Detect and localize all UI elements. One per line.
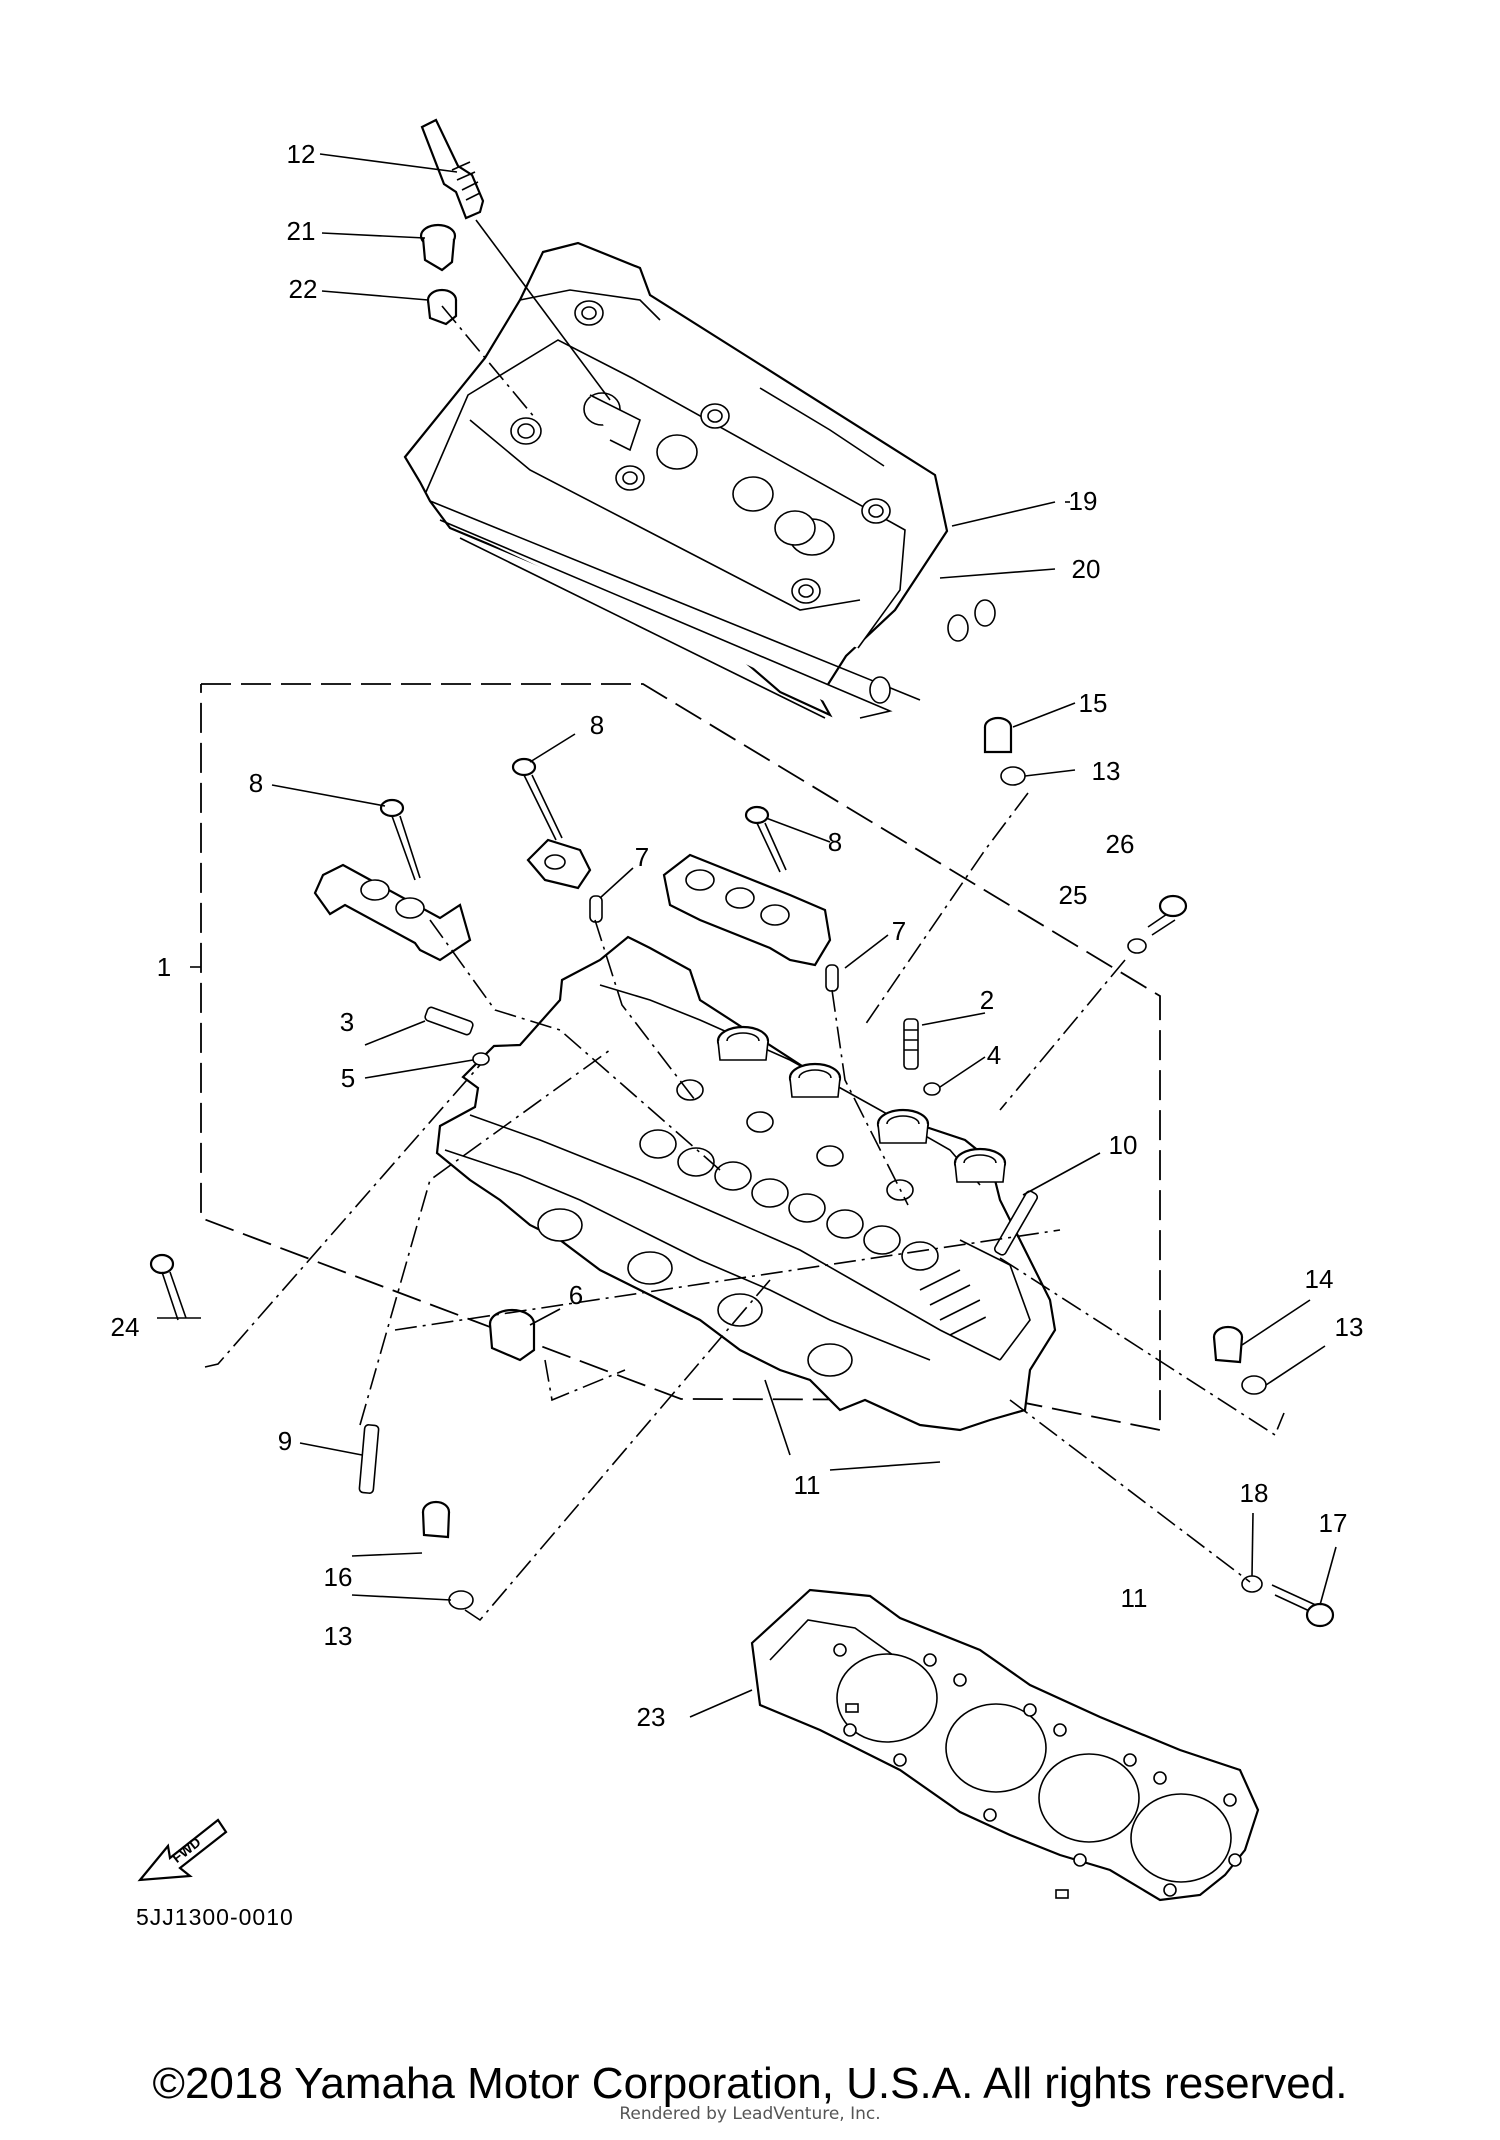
part-number-13-bottom: 13 bbox=[323, 1621, 353, 1651]
oil-gallery-stud-2 bbox=[903, 1018, 919, 1070]
part-number-11-lower: 11 bbox=[1120, 1583, 1148, 1613]
part-number-19: 19 bbox=[1068, 486, 1098, 516]
cam-cap-right bbox=[662, 853, 832, 967]
assembly-boundary bbox=[200, 683, 1161, 1432]
oil-gallery-stud-3 bbox=[424, 1006, 474, 1036]
stud-10 bbox=[993, 1190, 1039, 1256]
cylinder-head bbox=[435, 935, 1057, 1432]
washer-13-bottom bbox=[448, 1590, 474, 1610]
dowel-b bbox=[825, 964, 839, 992]
cam-cap-bolt-b bbox=[511, 757, 563, 841]
blind-plug bbox=[488, 1308, 536, 1362]
part-number-4: 4 bbox=[986, 1040, 1002, 1070]
part-number-18: 18 bbox=[1239, 1478, 1269, 1508]
part-number-12: 12 bbox=[286, 139, 316, 169]
fwd-arrow-icon: FWD bbox=[137, 1818, 228, 1882]
part-number-8-middle: 8 bbox=[589, 710, 605, 740]
part-number-1: 1 bbox=[156, 952, 172, 982]
part-number-9: 9 bbox=[277, 1426, 293, 1456]
part-number-22: 22 bbox=[288, 274, 318, 304]
copyright-notice: ©2018 Yamaha Motor Corporation, U.S.A. A… bbox=[152, 2059, 1348, 2108]
cam-cap-bolt-a bbox=[379, 798, 421, 881]
washer-13-right bbox=[1241, 1375, 1267, 1395]
washer-25 bbox=[1127, 938, 1147, 954]
part-number-17: 17 bbox=[1318, 1508, 1348, 1538]
leader-lines bbox=[157, 153, 1337, 1718]
assembly-lines bbox=[204, 305, 1285, 1622]
part-number-15: 15 bbox=[1078, 688, 1108, 718]
part-number-13-right: 13 bbox=[1334, 1312, 1364, 1342]
rendered-by-notice: Rendered by LeadVenture, Inc. bbox=[619, 2104, 881, 2124]
plug-16 bbox=[421, 1500, 451, 1539]
washer-18 bbox=[1241, 1575, 1263, 1593]
part-number-16: 16 bbox=[323, 1562, 353, 1592]
part-number-5: 5 bbox=[340, 1063, 356, 1093]
part-number-20: 20 bbox=[1071, 554, 1101, 584]
spark-plug bbox=[420, 118, 485, 220]
part-number-8-right: 8 bbox=[827, 827, 843, 857]
part-number-25: 25 bbox=[1058, 880, 1088, 910]
cam-cap-bolt-c bbox=[744, 805, 787, 873]
part-number-7-right: 7 bbox=[891, 916, 907, 946]
dowel-a bbox=[589, 895, 603, 923]
o-ring-5 bbox=[472, 1052, 490, 1066]
part-number-7-left: 7 bbox=[634, 842, 650, 872]
part-number-13-top: 13 bbox=[1091, 756, 1121, 786]
part-number-8-left: 8 bbox=[248, 768, 264, 798]
intake-ports bbox=[716, 1025, 1007, 1183]
part-number-11-upper: 11 bbox=[793, 1470, 821, 1500]
diagram-code: 5JJ1300-0010 bbox=[136, 1904, 294, 1930]
part-number-21: 21 bbox=[286, 216, 316, 246]
part-number-23: 23 bbox=[636, 1702, 666, 1732]
cylinder-head-cover bbox=[403, 241, 996, 719]
part-number-6: 6 bbox=[568, 1280, 584, 1310]
part-number-10: 10 bbox=[1108, 1130, 1138, 1160]
part-number-24: 24 bbox=[110, 1312, 140, 1342]
cam-cap-left bbox=[313, 863, 472, 962]
cylinder-head-gasket bbox=[750, 1588, 1260, 1902]
cover-grommet bbox=[426, 288, 458, 326]
o-ring-4 bbox=[923, 1082, 941, 1096]
plug-14 bbox=[1212, 1325, 1244, 1364]
plug-15 bbox=[983, 716, 1013, 754]
part-number-2: 2 bbox=[979, 985, 995, 1015]
side-bolt bbox=[149, 1253, 187, 1321]
washer-13-top bbox=[1000, 766, 1026, 786]
part-number-26: 26 bbox=[1105, 829, 1135, 859]
part-number-14: 14 bbox=[1304, 1264, 1334, 1294]
part-number-3: 3 bbox=[339, 1007, 355, 1037]
bolt-26 bbox=[1147, 894, 1188, 936]
cam-cap-middle bbox=[526, 838, 592, 890]
cap-bolt bbox=[419, 223, 457, 272]
exhaust-stud bbox=[358, 1424, 380, 1494]
